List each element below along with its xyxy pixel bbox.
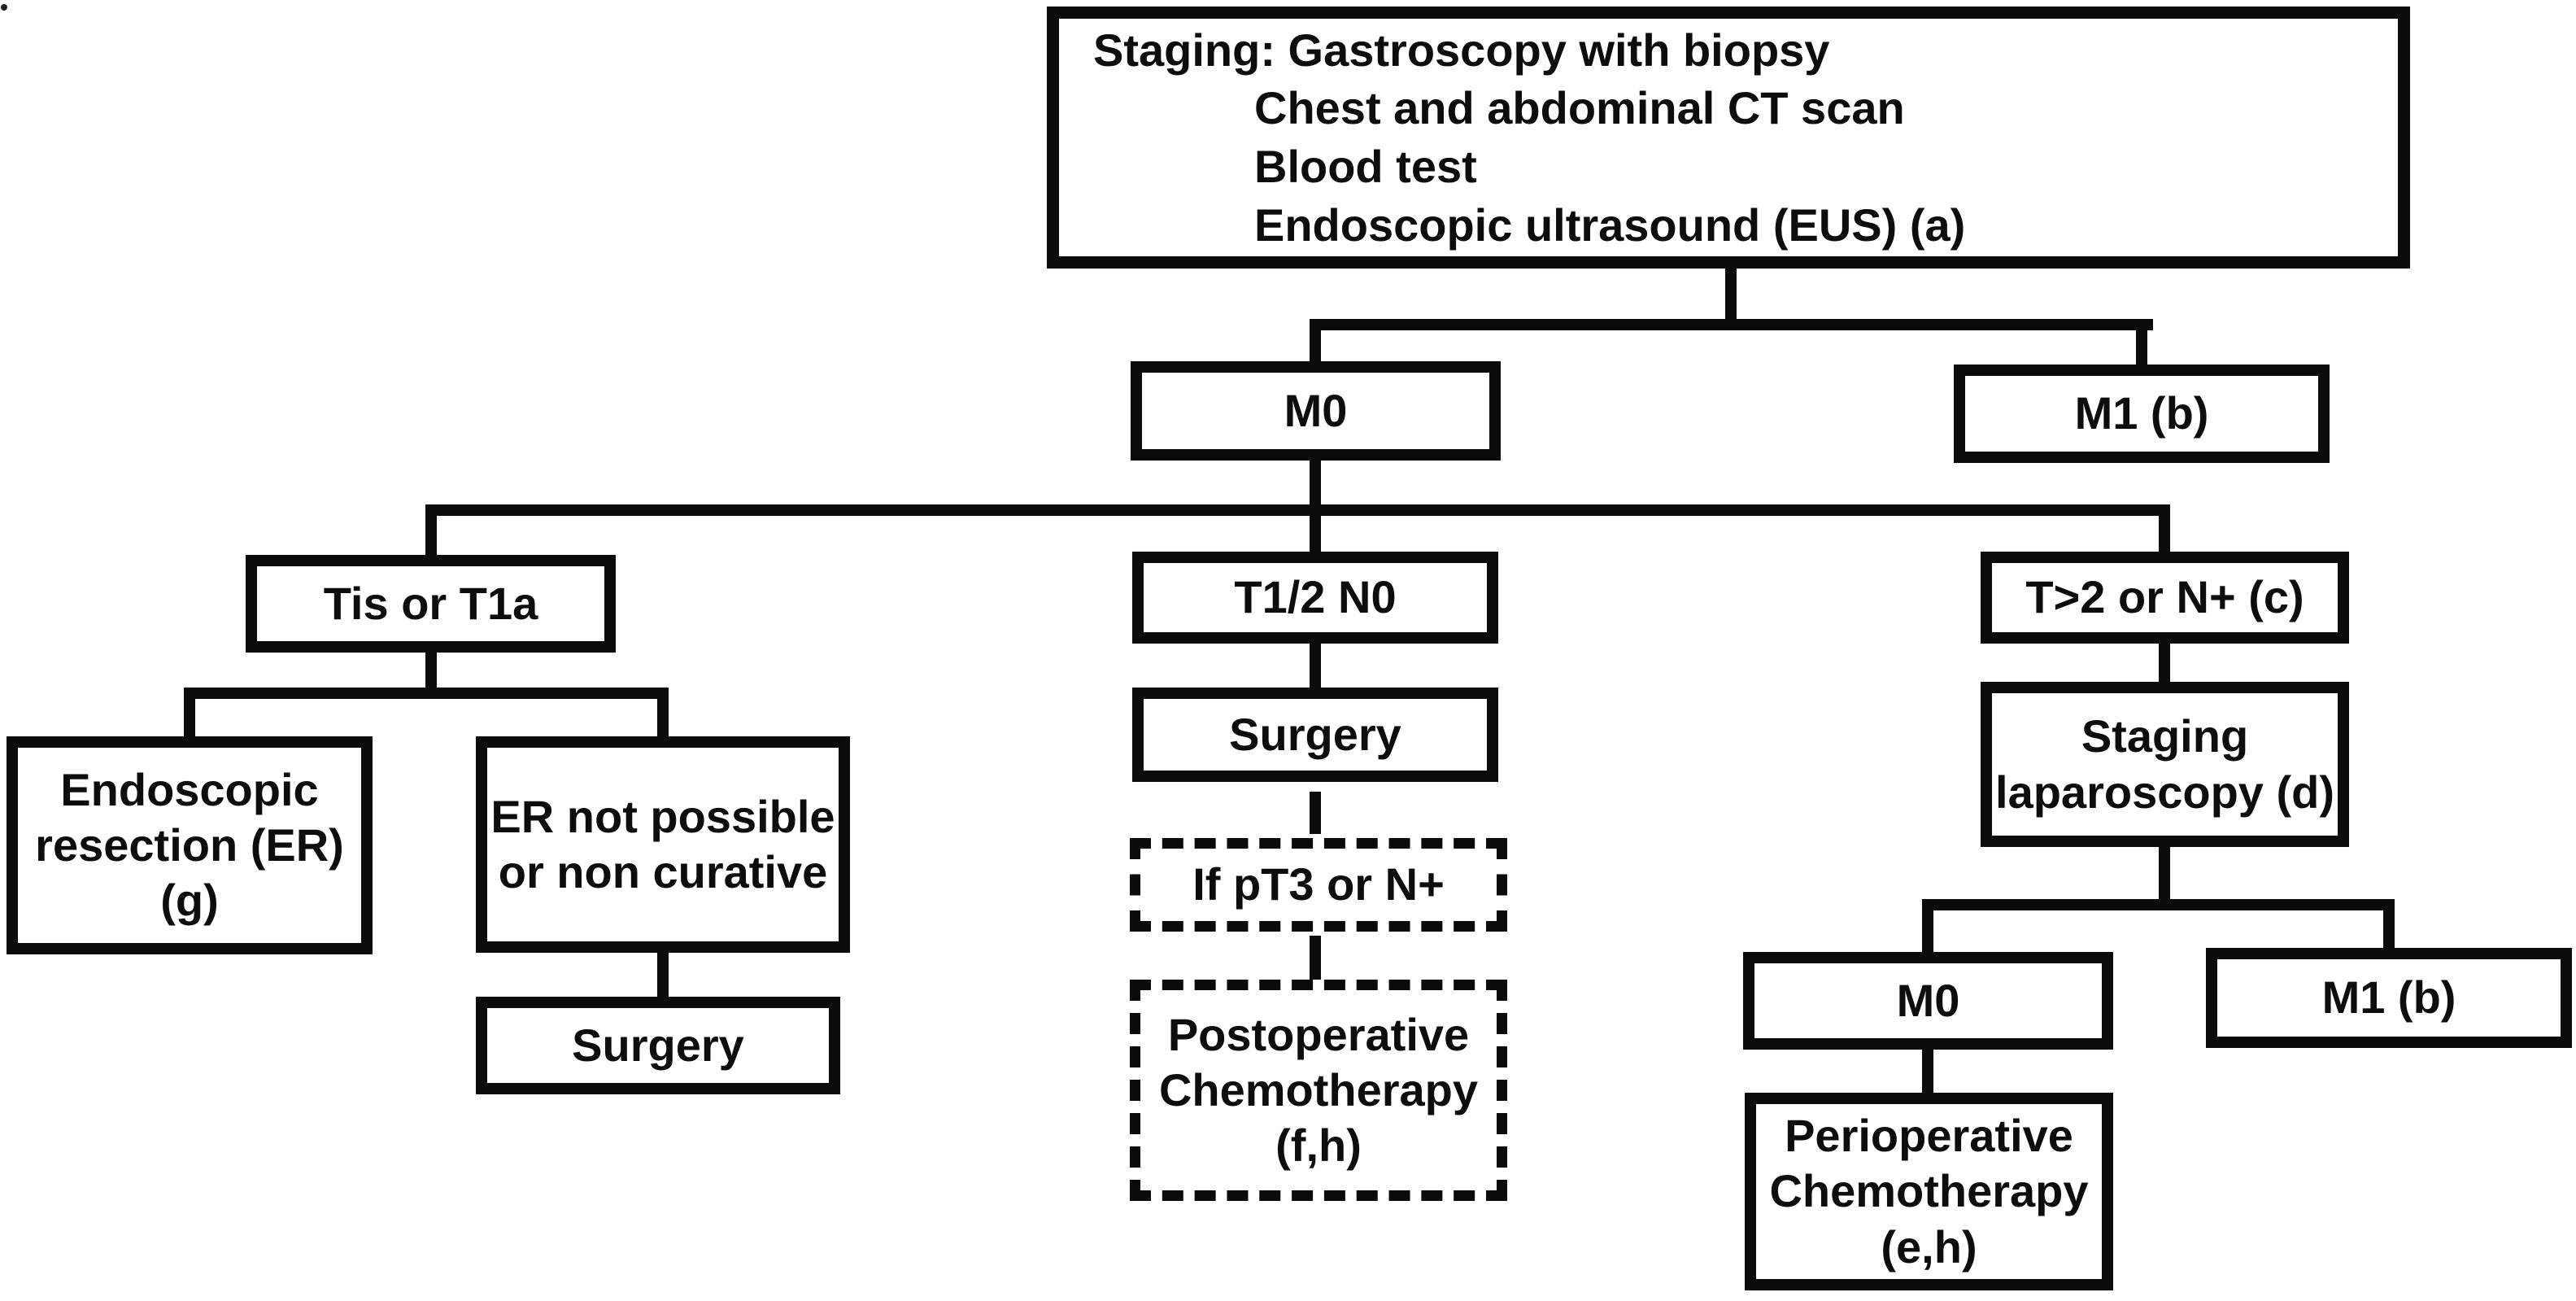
connector-to-er bbox=[184, 688, 195, 738]
node-perioperative-chemotherapy: Perioperative Chemotherapy (e,h) bbox=[1745, 1093, 2113, 1290]
staging-line-2: Chest and abdominal CT scan bbox=[1254, 82, 1905, 134]
node-t12-n0: T1/2 N0 bbox=[1132, 552, 1498, 644]
connector-to-m1-top bbox=[2136, 319, 2147, 366]
connector-level3-hbar bbox=[1922, 899, 2395, 910]
node-postoperative-chemotherapy: Postoperative Chemotherapy (f,h) bbox=[1130, 980, 1507, 1201]
connector-m0-down bbox=[1310, 460, 1321, 506]
connector-t12n0-to-surgery bbox=[1310, 642, 1321, 689]
connector-dashed-surgery-to-ifpt3 bbox=[1310, 792, 1321, 834]
connector-tis-down bbox=[425, 651, 437, 689]
connector-level1-hbar bbox=[1310, 319, 2153, 330]
node-m1-lap: M1 (b) bbox=[2206, 948, 2572, 1048]
node-staging-workup: Staging: Gastroscopy with biopsy Chest a… bbox=[1047, 7, 2410, 268]
connector-dashed-ifpt3-to-postop bbox=[1310, 936, 1321, 981]
node-staging-laparoscopy: Staging laparoscopy (d) bbox=[1981, 682, 2349, 847]
staging-line-3: Blood test bbox=[1254, 141, 1477, 192]
node-endoscopic-resection: Endoscopic resection (ER) (g) bbox=[7, 736, 373, 954]
connector-laparoscopy-down bbox=[2159, 845, 2170, 905]
node-tis-or-t1a: Tis or T1a bbox=[246, 555, 616, 653]
node-surgery-mid: Surgery bbox=[1132, 688, 1498, 782]
node-m1-top: M1 (b) bbox=[1954, 365, 2330, 463]
node-tgt2-or-nplus: T>2 or N+ (c) bbox=[1981, 552, 2349, 644]
staging-line-1: Staging: Gastroscopy with biopsy bbox=[1093, 24, 1830, 76]
connector-to-tgt2 bbox=[2159, 504, 2170, 553]
connector-to-tis bbox=[425, 504, 437, 557]
connector-to-m0-top bbox=[1310, 319, 1321, 363]
connector-to-er-not-possible bbox=[657, 688, 669, 738]
node-if-pt3-or-nplus: If pT3 or N+ bbox=[1130, 838, 1507, 932]
connector-ernot-to-surgery bbox=[657, 951, 669, 998]
node-surgery-under-er: Surgery bbox=[476, 997, 840, 1094]
node-m0-top: M0 bbox=[1131, 361, 1501, 461]
staging-line-4: Endoscopic ultrasound (EUS) (a) bbox=[1254, 199, 1966, 251]
connector-to-m1-lap bbox=[2383, 899, 2395, 950]
node-m0-lap: M0 bbox=[1743, 952, 2113, 1050]
connector-tis-hbar bbox=[184, 688, 669, 699]
connector-to-t12n0 bbox=[1310, 504, 1321, 553]
scan-artifact-dot bbox=[1, 4, 7, 11]
connector-staging-down bbox=[1725, 268, 1737, 325]
connector-tgt2-to-laparoscopy bbox=[2159, 642, 2170, 683]
connector-m0lap-to-periop bbox=[1922, 1048, 1933, 1094]
connector-level2-hbar bbox=[425, 504, 2170, 516]
node-er-not-possible: ER not possible or non curative bbox=[476, 736, 850, 953]
connector-to-m0-lap bbox=[1922, 899, 1933, 954]
